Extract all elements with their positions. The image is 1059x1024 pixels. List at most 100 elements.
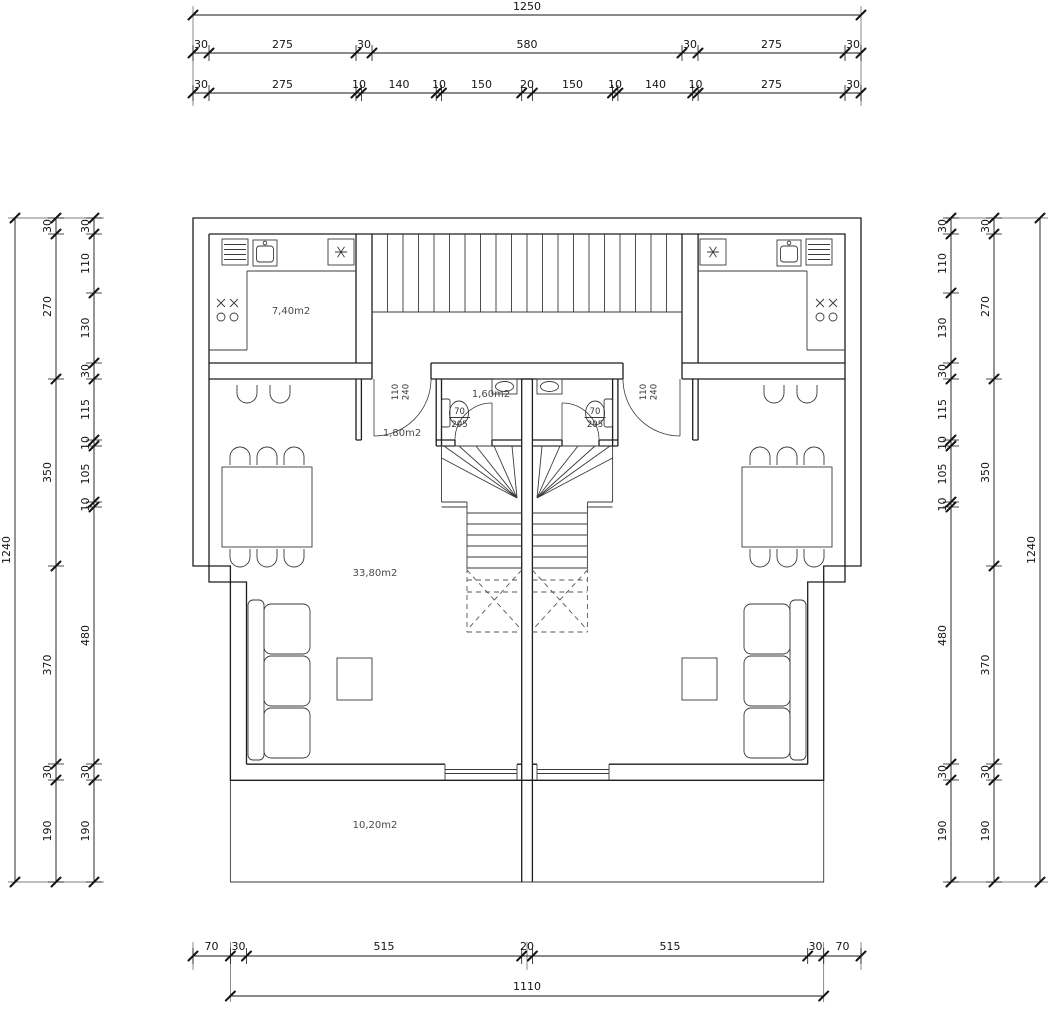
dim-label: 480 (936, 625, 949, 646)
entry-door-swings (373, 378, 681, 437)
door-tag-bath-height: 205 (587, 420, 603, 430)
bottom-dimension-chain: 70 30 515 20 515 30 70 1110 (187, 940, 867, 1002)
dim-label: 30 (79, 364, 92, 378)
vestibule-walls (355, 379, 699, 441)
dim-label: 270 (979, 296, 992, 317)
dim-label: 70 (836, 940, 850, 953)
dim-label: 30 (979, 765, 992, 779)
room-label-hallway: 1,80m2 (383, 428, 421, 439)
dim-label: 10 (689, 78, 703, 91)
bar-stool-symbol (236, 384, 258, 404)
dim-label: 30 (683, 38, 697, 51)
bar-stool-symbol (269, 384, 291, 404)
door-tag-entry-height: 240 (650, 384, 660, 400)
door-tag-bath-width: 70 (590, 407, 601, 417)
room-label-terrace: 10,20m2 (353, 820, 398, 831)
sofa-symbol (743, 599, 807, 761)
dining-set-symbol (742, 447, 832, 567)
dim-label: 30 (79, 765, 92, 779)
terrace-glazing (444, 764, 610, 781)
dim-label: 110 (79, 253, 92, 274)
exterior-wall-inner (208, 233, 846, 765)
floor-plan: 7,40m2 1,80m2 1,60m2 33,80m2 10,20m2 110… (192, 217, 862, 883)
dining-set-symbol (222, 447, 312, 567)
kitchen-sink-symbol (252, 239, 278, 267)
dim-guides (192, 6, 862, 106)
dim-label: 515 (660, 940, 681, 953)
dim-label: 20 (520, 940, 534, 953)
coffee-table (336, 657, 373, 701)
dim-label: 115 (79, 399, 92, 420)
dim-label: 30 (232, 940, 246, 953)
dim-label: 10 (608, 78, 622, 91)
dim-label: 30 (41, 765, 54, 779)
kitchen-counter-right (698, 270, 845, 351)
dim-label: 30 (936, 364, 949, 378)
party-wall (521, 378, 534, 882)
dim-label: 30 (936, 765, 949, 779)
dim-label: 350 (979, 462, 992, 483)
dim-label: 30 (846, 38, 860, 51)
terrace-outline (229, 780, 825, 883)
dim-label: 480 (79, 625, 92, 646)
cooktop-symbol (815, 298, 838, 322)
door-tag-bath-height: 205 (451, 420, 467, 430)
dim-label: 270 (41, 296, 54, 317)
dim-label: 275 (272, 38, 293, 51)
dim-ticks (187, 950, 867, 962)
room-label-kitchen: 7,40m2 (272, 306, 310, 317)
dim-label: 190 (41, 821, 54, 842)
winder-stair-left (441, 445, 522, 569)
dim-label: 30 (79, 219, 92, 233)
room-label-bathroom: 1,60m2 (472, 389, 510, 400)
dim-label: 1250 (513, 0, 541, 13)
dim-label: 30 (41, 219, 54, 233)
bathroom-sink-symbol (536, 378, 563, 395)
dim-label: 30 (936, 219, 949, 233)
bar-stool-symbol (763, 384, 785, 404)
dim-label: 140 (389, 78, 410, 91)
left-dimension-chain: 1240 30 270 350 370 30 190 30 110 130 30… (0, 212, 104, 888)
dishwasher-symbol (805, 238, 833, 266)
dim-label: 10 (79, 436, 92, 450)
dim-label: 30 (979, 219, 992, 233)
kitchen-counter-left (209, 270, 356, 351)
dim-label: 30 (809, 940, 823, 953)
dim-label: 150 (562, 78, 583, 91)
dim-label: 30 (194, 38, 208, 51)
dim-ticks (88, 212, 100, 888)
dim-label: 10 (936, 498, 949, 512)
coffee-table (681, 657, 718, 701)
stair-dashed-projection (466, 568, 588, 633)
dim-label: 370 (41, 655, 54, 676)
door-tag-entry-width: 110 (639, 384, 649, 400)
bath-door-swings (454, 402, 600, 441)
dim-label: 515 (374, 940, 395, 953)
dim-ticks (988, 212, 1000, 888)
kitchen-sink-symbol (776, 239, 802, 267)
cooktop-symbol (216, 298, 239, 322)
dim-label: 275 (761, 78, 782, 91)
dim-label: 190 (936, 821, 949, 842)
bar-stool-symbol (796, 384, 818, 404)
bath-door-leaves (491, 403, 563, 440)
dim-label: 30 (357, 38, 371, 51)
dim-ticks (945, 212, 957, 888)
top-dimension-chain: 1250 30 275 30 580 30 275 30 30 275 10 1… (187, 0, 867, 106)
stove-symbol (327, 238, 355, 266)
interior-wall (209, 362, 845, 380)
dim-label: 140 (645, 78, 666, 91)
dim-label: 370 (979, 655, 992, 676)
winder-stair-right (532, 445, 614, 569)
bathroom-bottom-walls (436, 439, 618, 447)
dim-label: 10 (79, 498, 92, 512)
dim-ticks (224, 990, 830, 1002)
dim-ticks (50, 212, 62, 888)
dim-label: 105 (936, 464, 949, 485)
dim-label: 350 (41, 462, 54, 483)
dim-ticks (1034, 212, 1046, 888)
stove-symbol (699, 238, 727, 266)
room-label-living: 33,80m2 (353, 568, 398, 579)
